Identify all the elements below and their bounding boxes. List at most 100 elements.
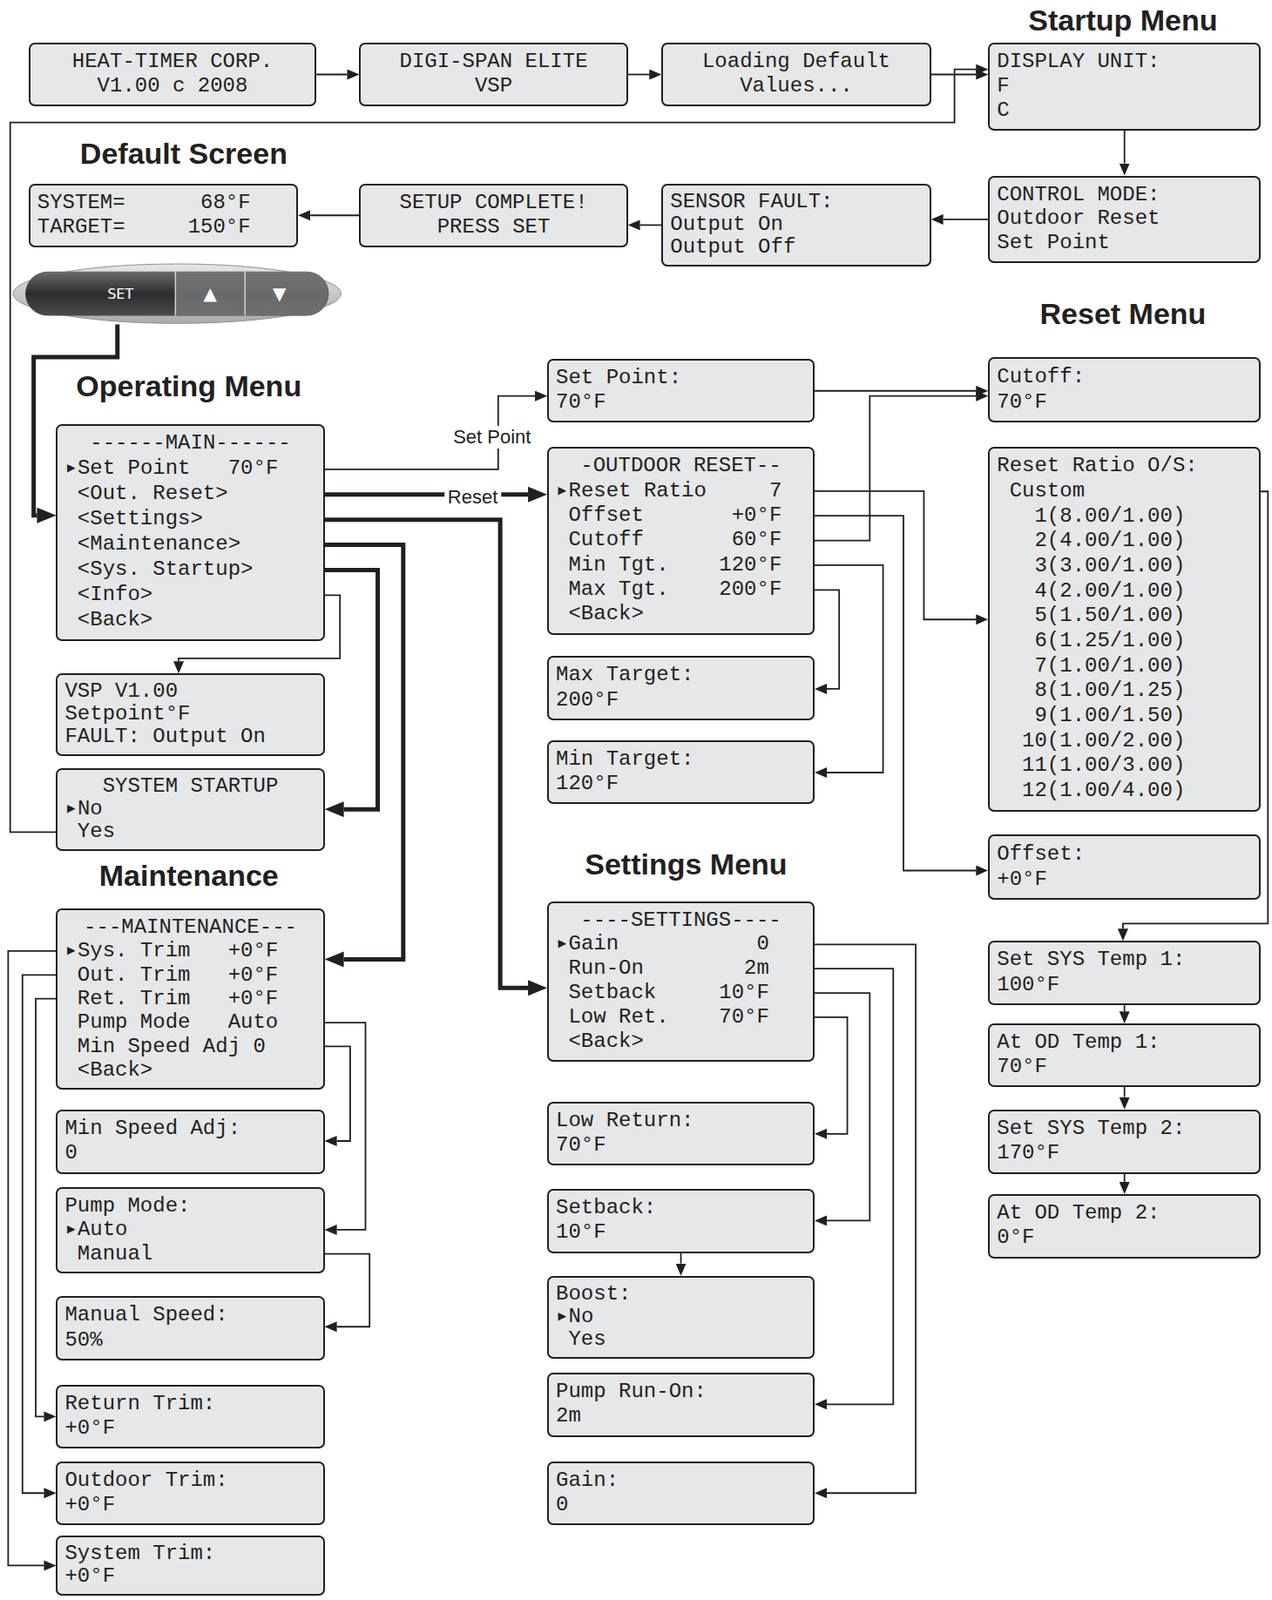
lcd-row: SETUP COMPLETE! (367, 190, 619, 216)
lcd-screen: Return Trim:+0°F (55, 1385, 325, 1449)
lcd-row: TARGET= 150°F (37, 215, 290, 240)
lcd-row: 10(1.00/2.00) (996, 729, 1252, 755)
key-divider (175, 271, 177, 317)
lcd-row: ▸Set Point 70°F (64, 456, 316, 482)
lcd-screen: SYSTEM STARTUP▸NoYes (55, 768, 325, 852)
lcd-screen: Max Target:200°F (547, 656, 815, 721)
lcd-screen: Reset Ratio O/S:Custom1(8.00/1.00)2(4.00… (987, 446, 1261, 812)
connector-label: Reset (444, 486, 501, 509)
lcd-row: Low Return: (555, 1109, 806, 1134)
menu-arrow (931, 74, 977, 76)
lcd-screen: Outdoor Trim:+0°F (55, 1461, 325, 1526)
lcd-row: At OD Temp 2: (996, 1201, 1252, 1226)
lcd-row: ----SETTINGS---- (555, 908, 806, 934)
lcd-screen: CONTROL MODE:Outdoor ResetSet Point (987, 175, 1261, 264)
menu-arrow (1123, 1005, 1126, 1012)
menu-arrow (324, 1022, 366, 1231)
lcd-row: DIGI-SPAN ELITE (367, 49, 619, 75)
lcd-row: Setback 10°F (555, 981, 806, 1006)
lcd-row: <Settings> (64, 507, 316, 533)
lcd-row: Output Off (669, 236, 922, 259)
lcd-row: FAULT: Output On (64, 725, 316, 749)
lcd-row: VSP (367, 74, 619, 99)
section-heading: Default Screen (80, 135, 288, 170)
lcd-row: ▸Auto (64, 1217, 316, 1243)
lcd-screen: Offset:+0°F (987, 834, 1261, 900)
lcd-screen: Cutoff:70°F (987, 357, 1261, 423)
lcd-row: DISPLAY UNIT: (996, 49, 1252, 75)
lcd-row: Set SYS Temp 2: (996, 1116, 1252, 1142)
lcd-row: Min Speed Adj: (64, 1116, 316, 1142)
menu-arrow (324, 1046, 351, 1142)
lcd-row: +0°F (64, 1416, 316, 1442)
button-label: SET (107, 285, 134, 303)
menu-arrow (814, 944, 916, 1494)
lcd-row: 8(1.00/1.25) (996, 678, 1252, 704)
lcd-row: 12(1.00/4.00) (996, 778, 1252, 805)
lcd-row: +0°F (996, 866, 1252, 893)
lcd-screen: Boost:▸NoYes (547, 1276, 815, 1360)
lcd-screen: SETUP COMPLETE!PRESS SET (358, 183, 628, 248)
lcd-row: 7(1.00/1.00) (996, 654, 1252, 680)
lcd-row: <Back> (555, 602, 806, 627)
lcd-row: Cutoff: (996, 364, 1252, 390)
lcd-row: 120°F (555, 771, 806, 797)
lcd-row: PRESS SET (367, 215, 619, 240)
lcd-row: <Back> (555, 1029, 806, 1055)
lcd-row: Reset Ratio O/S: (996, 453, 1252, 480)
key-divider (244, 271, 247, 317)
lcd-screen: Pump Mode:▸AutoManual (55, 1187, 325, 1275)
menu-arrow (310, 214, 359, 217)
lcd-screen: Min Target:120°F (547, 740, 815, 806)
button-housing (13, 263, 341, 324)
lcd-row: Yes (555, 1328, 806, 1352)
lcd-row: <Sys. Startup> (64, 557, 316, 583)
lcd-row: Manual Speed: (64, 1303, 316, 1328)
lcd-screen: SENSOR FAULT:Output OnOutput Off (661, 183, 931, 267)
lcd-row: Boost: (555, 1283, 806, 1306)
lcd-row: Set Point: (555, 365, 806, 391)
lcd-screen: ---MAINTENANCE---▸Sys. Trim +0°FOut. Tri… (55, 908, 325, 1091)
lcd-row: Min Speed Adj 0 (64, 1035, 316, 1059)
lcd-row: Output On (669, 213, 922, 237)
lcd-row: ▸Sys. Trim +0°F (64, 939, 316, 963)
lcd-row: CONTROL MODE: (996, 182, 1252, 208)
lcd-row: At OD Temp 1: (996, 1030, 1252, 1056)
lcd-screen: Set SYS Temp 1:100°F (987, 940, 1261, 1006)
lcd-screen: Set SYS Temp 2:170°F (987, 1109, 1261, 1175)
lcd-row: Low Ret. 70°F (555, 1005, 806, 1030)
lcd-row: F (996, 74, 1252, 99)
lcd-row: Pump Run-On: (555, 1380, 806, 1405)
lcd-row: HEAT-TIMER CORP. (37, 49, 308, 75)
connector-group (7, 69, 1268, 1567)
lcd-row: Values... (669, 74, 922, 99)
lcd-row: Max Tgt. 200°F (555, 577, 806, 603)
lcd-screen: ----SETTINGS----▸Gain 0Run-On 2mSetback … (547, 901, 815, 1063)
lcd-row: 3(3.00/1.00) (996, 554, 1252, 580)
menu-arrow (10, 69, 977, 833)
lcd-row: +0°F (64, 1565, 316, 1589)
lcd-row: Loading Default (669, 49, 922, 75)
lcd-screen: -OUTDOOR RESET--▸Reset Ratio 7Offset +0°… (547, 446, 815, 636)
lcd-row: <Maintenance> (64, 532, 316, 558)
lcd-row: -OUTDOOR RESET-- (555, 453, 806, 479)
menu-arrow (814, 390, 976, 393)
section-heading: Settings Menu (584, 847, 787, 882)
lcd-row: VSP V1.00 (64, 680, 316, 704)
lcd-row: Gain: (555, 1468, 806, 1494)
menu-arrow (814, 515, 976, 871)
lcd-row: SYSTEM STARTUP (64, 775, 316, 799)
lcd-row: Out. Trim +0°F (64, 963, 316, 988)
lcd-row: 9(1.00/1.50) (996, 703, 1252, 730)
lcd-row: Pump Mode Auto (64, 1010, 316, 1035)
connector-label: Set Point (449, 426, 535, 449)
lcd-row: ---MAINTENANCE--- (64, 915, 316, 940)
lcd-row: 170°F (996, 1141, 1252, 1166)
lcd-row: ------MAIN------ (64, 431, 316, 457)
lcd-row: 0°F (996, 1225, 1252, 1251)
lcd-row: 4(2.00/1.00) (996, 579, 1252, 605)
lcd-row: C (996, 98, 1252, 123)
lcd-row: 2(4.00/1.00) (996, 528, 1252, 555)
control-buttons: SET▲▼ (12, 263, 342, 325)
